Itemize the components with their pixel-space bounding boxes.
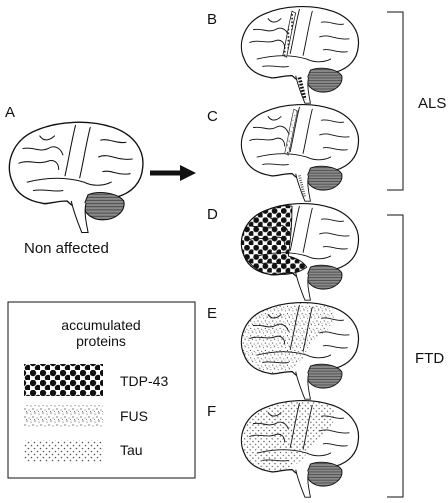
legend: accumulated proteins TDP-43 FUS Tau	[7, 301, 196, 479]
legend-swatch-tau	[24, 440, 103, 462]
group-label-als: ALS	[418, 95, 446, 112]
motor-cortex-accumulation	[282, 10, 297, 58]
widespread-accumulation	[241, 302, 334, 374]
bracket-als	[387, 11, 404, 191]
legend-title-line2: proteins	[76, 333, 126, 349]
group-label-ftd: FTD	[415, 350, 444, 367]
panel-label-a: A	[5, 104, 15, 121]
brain-ftd-e	[240, 301, 360, 400]
brain-ftd-f	[240, 399, 360, 498]
brain-non-affected	[8, 121, 144, 234]
legend-swatch-tdp43	[24, 364, 103, 396]
legend-title-line1: accumulated	[61, 317, 140, 333]
progression-arrow	[150, 165, 196, 181]
legend-swatch-fus	[24, 405, 103, 427]
legend-label-fus: FUS	[120, 408, 148, 424]
brain-ftd-d	[240, 202, 360, 301]
widespread-accumulation	[241, 400, 335, 472]
legend-label-tdp43: TDP-43	[120, 373, 168, 389]
panel-label-c: C	[207, 108, 218, 125]
brainstem-accumulation	[297, 76, 307, 100]
frontotemporal-accumulation	[240, 205, 308, 276]
panel-label-e: E	[207, 305, 217, 322]
brainstem-accumulation	[298, 175, 307, 198]
panel-label-d: D	[207, 206, 218, 223]
brain-als-b	[240, 5, 360, 104]
panel-label-b: B	[207, 11, 217, 28]
motor-cortex-accumulation	[284, 108, 298, 156]
legend-label-tau: Tau	[120, 442, 143, 458]
brain-als-c	[240, 103, 360, 202]
panel-label-f: F	[207, 403, 216, 420]
caption-non-affected: Non affected	[24, 240, 109, 257]
bracket-ftd	[387, 214, 404, 498]
